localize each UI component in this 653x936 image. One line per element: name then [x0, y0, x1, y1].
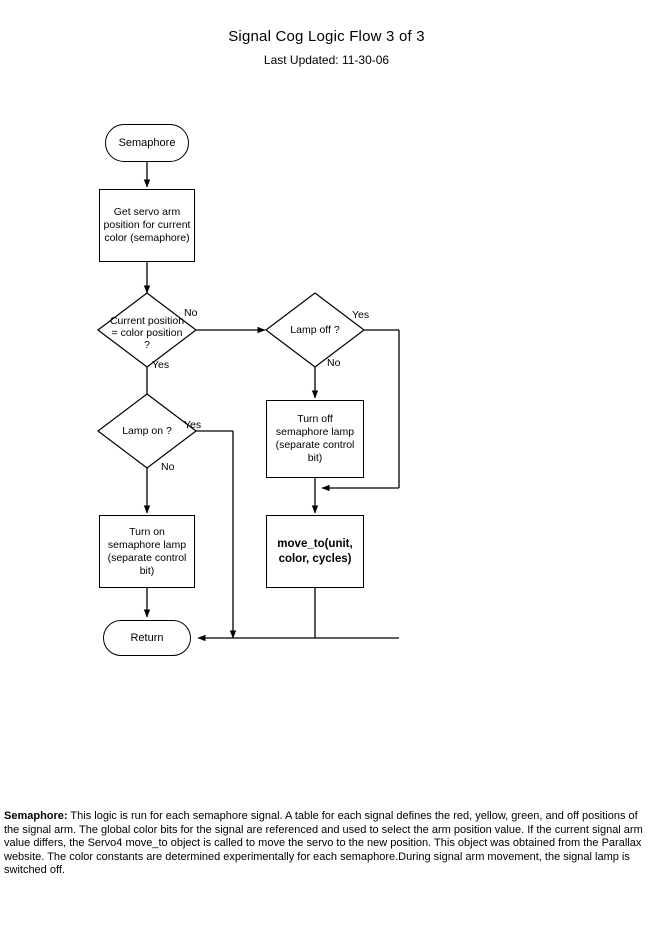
node-turn-off-lamp-line2: semaphore lamp	[275, 426, 355, 438]
edge-label-lamp-off-yes: Yes	[352, 309, 370, 321]
node-move-to-line2: color, cycles)	[278, 552, 352, 565]
node-turn-off-lamp[interactable]: Turn off semaphore lamp (separate contro…	[266, 400, 364, 478]
node-get-position[interactable]: Get servo arm position for current color…	[99, 189, 195, 262]
node-turn-on-lamp-line4: bit)	[139, 564, 155, 577]
node-turn-on-lamp[interactable]: Turn on semaphore lamp (separate control…	[99, 515, 195, 588]
node-turn-off-lamp-line1: Turn off	[297, 413, 333, 425]
edge-label-lamp-off-no: No	[327, 357, 341, 369]
caption-text: Semaphore: This logic is run for each se…	[4, 810, 649, 878]
node-decision-lamp-off[interactable]: Lamp off ?	[265, 324, 365, 336]
node-decision-position-line3: ?	[144, 339, 150, 351]
node-start[interactable]: Semaphore	[105, 124, 189, 162]
caption-body: This logic is run for each semaphore sig…	[4, 810, 643, 877]
node-decision-lamp-off-label: Lamp off ?	[290, 324, 340, 336]
page-title: Signal Cog Logic Flow 3 of 3	[228, 28, 425, 45]
page-subtitle: Last Updated: 11-30-06	[263, 53, 390, 67]
edge-label-position-yes: Yes	[152, 359, 170, 371]
node-turn-on-lamp-line3: (separate control	[107, 551, 187, 564]
node-move-to-line1: move_to(unit,	[277, 537, 353, 550]
node-turn-off-lamp-line4: bit)	[307, 452, 323, 464]
node-get-position-line3: color (semaphore)	[104, 232, 190, 244]
node-move-to[interactable]: move_to(unit, color, cycles)	[266, 515, 364, 588]
node-turn-on-lamp-line1: Turn on	[129, 525, 165, 538]
node-decision-lamp-on-label: Lamp on ?	[122, 425, 172, 437]
caption-lead: Semaphore:	[4, 810, 68, 822]
node-turn-off-lamp-line3: (separate control	[275, 439, 355, 451]
flowchart-connectors	[97, 162, 400, 642]
node-decision-position[interactable]: Current position = color position ?	[97, 315, 197, 351]
node-get-position-line1: Get servo arm	[113, 206, 181, 218]
node-return-label: Return	[130, 631, 164, 644]
node-get-position-line2: position for current	[103, 219, 191, 231]
edge-label-lamp-on-yes: Yes	[184, 419, 202, 431]
node-decision-lamp-on[interactable]: Lamp on ?	[97, 425, 197, 437]
node-turn-on-lamp-line2: semaphore lamp	[107, 538, 187, 551]
node-decision-position-line2: = color position	[111, 327, 183, 339]
node-decision-position-line1: Current position	[109, 315, 185, 327]
node-return[interactable]: Return	[103, 620, 191, 656]
edge-label-position-no: No	[184, 307, 198, 319]
node-start-label: Semaphore	[118, 136, 176, 149]
edge-label-lamp-on-no: No	[161, 461, 175, 473]
